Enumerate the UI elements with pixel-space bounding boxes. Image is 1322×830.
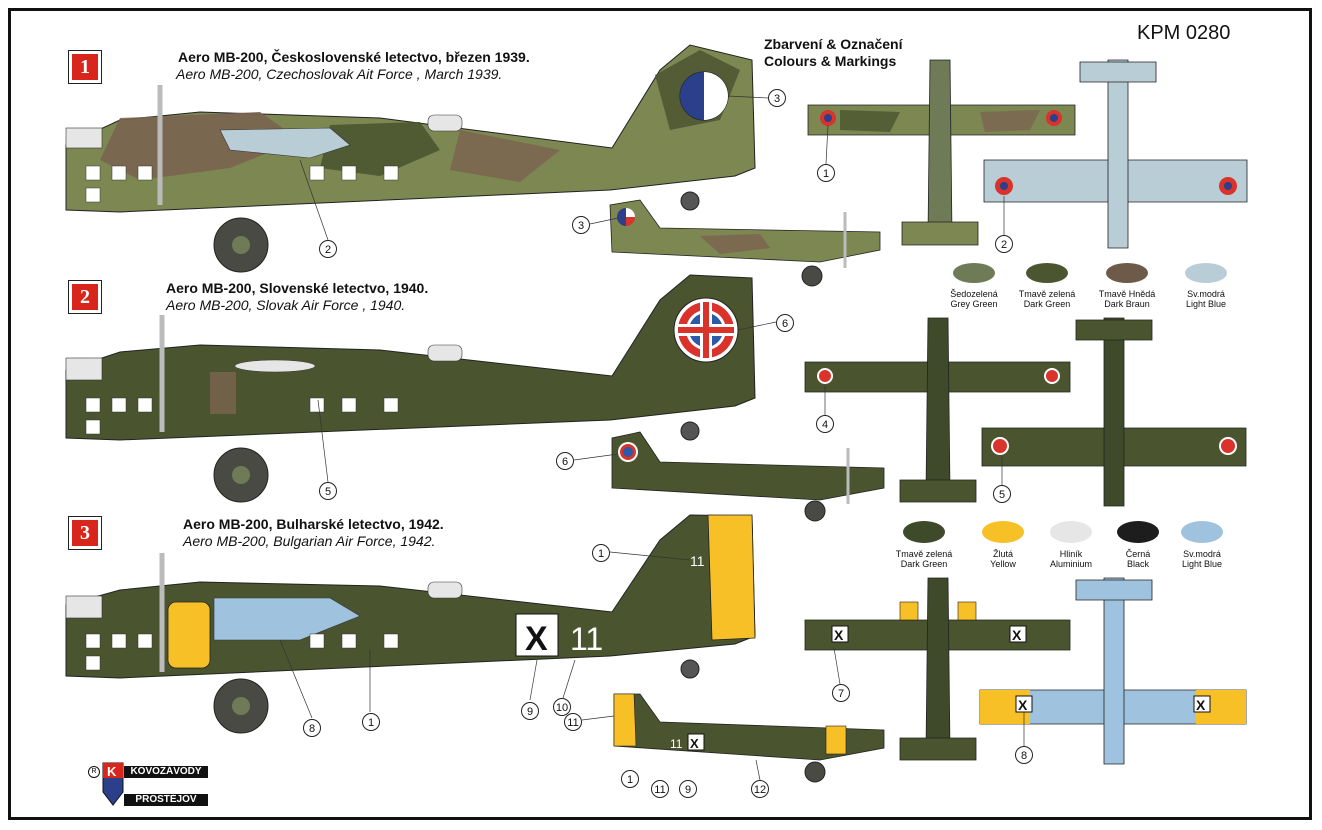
swatch-dark-brown-chip [1106,263,1148,283]
swatch-light-blue-2-chip [1181,521,1223,543]
scheme-2-title-cz: Aero MB-200, Slovenské letectvo, 1940. [166,280,429,296]
top-wing-x-left: X [834,627,844,643]
swatch-dark-green-2-chip [903,521,945,543]
swatch-light-blue-chip [1185,263,1227,283]
scheme-1-title-cz: Aero MB-200, Československé letectvo, bř… [178,49,530,65]
callout-3-small: 3 [572,216,590,234]
logo-letter: K [107,764,117,779]
callout-3-top: 3 [768,89,786,107]
callout-4-top: 4 [816,415,834,433]
profile-2-side-view [65,274,756,503]
callout-11-small: 11 [564,713,582,731]
kovozavody-logo-shield: K [102,762,124,806]
scheme-badge-2: 2 [68,280,102,314]
logo-text-bottom: PROSTĚJOV [124,794,208,806]
callout-1-tail: 1 [592,544,610,562]
profile-3-bottom-view [979,577,1247,765]
profile-2-small-view [611,431,885,522]
callout-1-fuselage: 1 [362,713,380,731]
scheme-badge-1: 1 [68,50,102,84]
callout-11-small-lower: 11 [651,780,669,798]
code-markings: X 11 11 X X X X X 11 [525,553,1206,751]
callout-9-side: 9 [521,702,539,720]
profile-1-small-view [609,199,881,287]
colours-header-en: Colours & Markings [764,53,897,69]
scheme-3-title-cz: Aero MB-200, Bulharské letectvo, 1942. [183,516,444,532]
code-letter-x: X [525,620,548,658]
swatch-grey-green-chip [953,263,995,283]
scheme-2-title-en: Aero MB-200, Slovak Air Force , 1940. [166,297,406,313]
profile-1-side-view [65,44,756,273]
callout-5-bottom: 5 [993,485,1011,503]
callout-6-side: 6 [776,314,794,332]
swatch-dark-green-chip [1026,263,1068,283]
profile-1-top-view [807,59,1076,246]
top-wing-x-right: X [1012,627,1022,643]
kit-code: KPM 0280 [1137,22,1231,44]
callout-2-bottom: 2 [995,235,1013,253]
sheet-frame [8,8,1312,820]
profile-2-bottom-view [981,317,1247,507]
callout-10-side: 10 [553,698,571,716]
small-x: X [690,736,699,751]
callout-8-bottom: 8 [1015,746,1033,764]
colours-header-cz: Zbarvení & Označení [764,36,903,52]
profile-3-small-view [613,693,885,783]
callout-leaders [279,95,1025,781]
callout-7-top: 7 [832,684,850,702]
callout-8-side: 8 [303,719,321,737]
colours-header: Zbarvení & Označení Colours & Markings [764,36,902,70]
scheme-badge-3: 3 [68,516,102,550]
tail-number-11: 11 [690,553,705,569]
bottom-wing-x-right: X [1196,697,1206,713]
callout-2-side: 2 [319,240,337,258]
swatch-aluminium-chip [1050,521,1092,543]
code-number-11: 11 [570,621,603,657]
small-11: 11 [670,737,683,751]
swatch-yellow-chip [982,521,1024,543]
swatch-black-chip [1117,521,1159,543]
logo-text-top: KOVOZÁVODY [124,766,208,778]
profile-3-side-view [65,514,756,734]
scheme-1-title-en: Aero MB-200, Czechoslovak Ait Force , Ma… [176,66,503,82]
profile-1-bottom-view [983,59,1248,249]
profile-2-top-view [804,317,1071,503]
scheme-3-title-en: Aero MB-200, Bulgarian Air Force, 1942. [183,533,436,549]
callout-6-small: 6 [556,452,574,470]
bottom-wing-x-left: X [1018,697,1028,713]
callout-5-side: 5 [319,482,337,500]
callout-1-top: 1 [817,164,835,182]
profile-3-top-view [804,577,1071,761]
registered-mark: R [88,766,100,778]
callout-1-small: 1 [621,770,639,788]
callout-12-small: 12 [751,780,769,798]
callout-9-small: 9 [679,780,697,798]
